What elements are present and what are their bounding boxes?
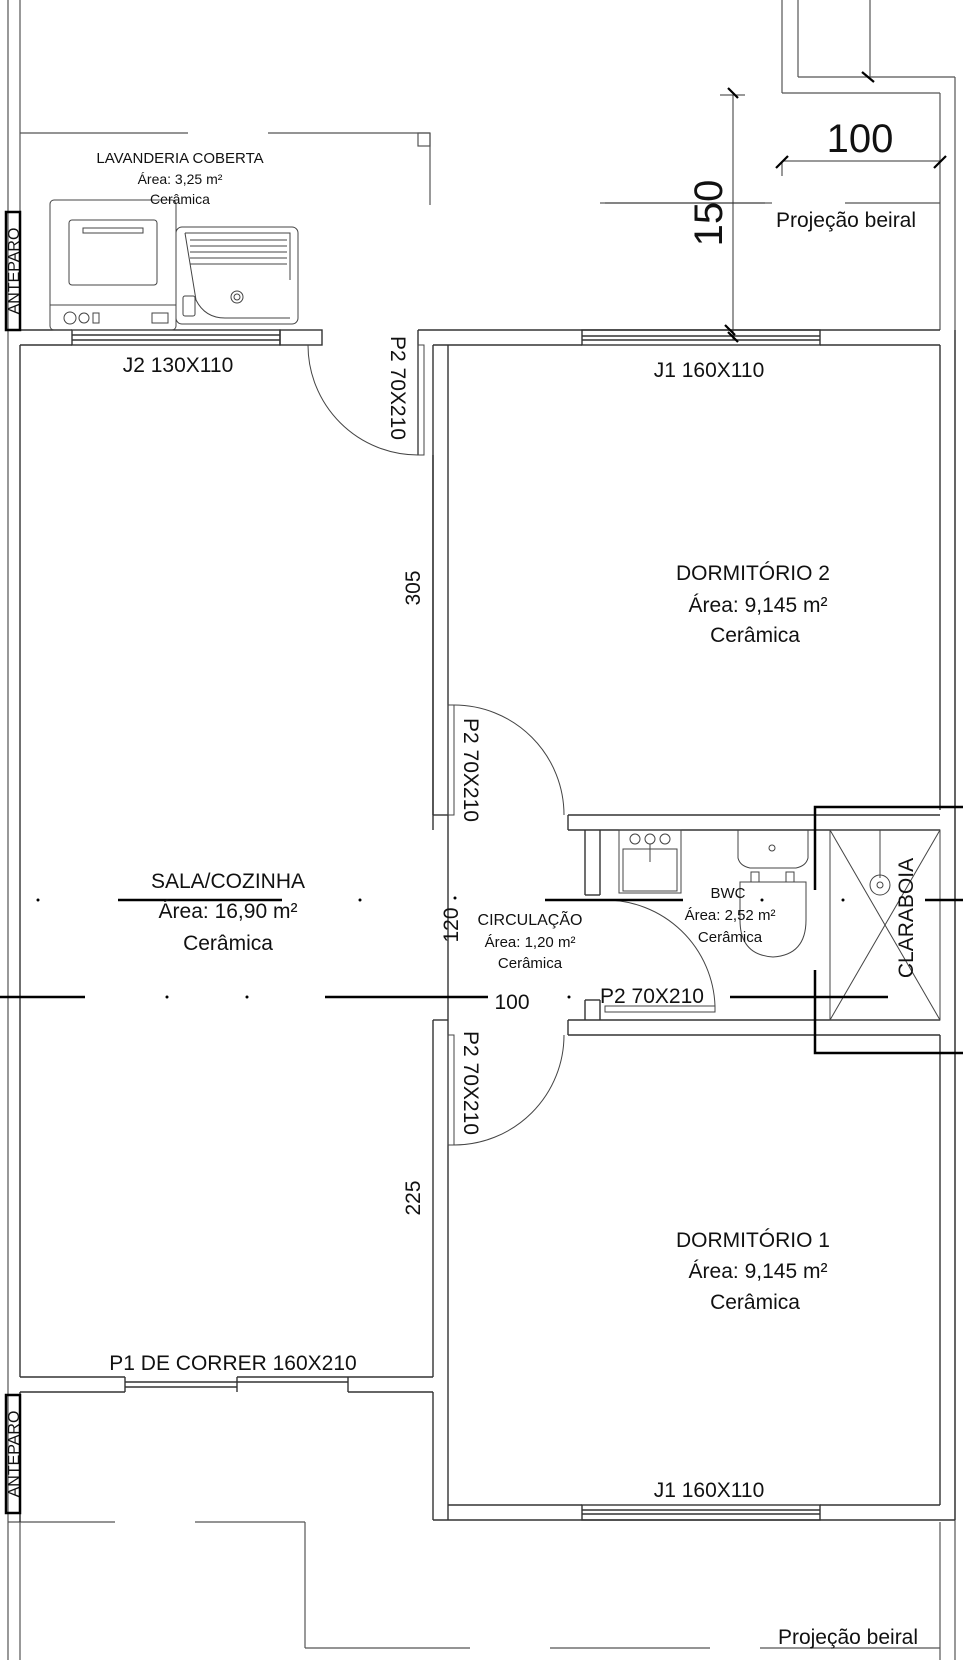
room-name-dorm1: DORMITÓRIO 1	[676, 1229, 830, 1252]
dimension-100-top: 100	[827, 117, 894, 161]
laundry-sink-icon	[175, 226, 299, 325]
projecao-beiral-bottom: Projeção beiral	[778, 1626, 918, 1649]
dimension-lines	[600, 94, 940, 340]
room-area-sala: Área: 16,90 m²	[159, 900, 298, 923]
anteparo-label-top: ANTEPARO	[6, 228, 23, 315]
room-floor-sala: Cerâmica	[183, 932, 273, 955]
dimension-225: 225	[402, 1180, 425, 1215]
door-label-p1: P1 DE CORRER 160X210	[109, 1352, 356, 1375]
dimension-100-mid: 100	[494, 991, 529, 1014]
room-floor-circulacao: Cerâmica	[498, 955, 563, 972]
room-area-circulacao: Área: 1,20 m²	[485, 934, 576, 951]
shower-icon	[829, 829, 941, 1021]
axis-dots	[36, 896, 845, 999]
dimension-120: 120	[440, 907, 463, 942]
dimension-150: 150	[687, 180, 731, 247]
section-lines	[0, 210, 963, 1515]
door-label-p2-dorm1: P2 70X210	[459, 1031, 482, 1135]
room-floor-dorm1: Cerâmica	[710, 1291, 800, 1314]
bathroom-sink-icon	[618, 829, 682, 894]
window-label-j1-top: J1 160X110	[654, 359, 765, 382]
room-floor-bwc: Cerâmica	[698, 929, 763, 946]
dimension-ticks	[724, 71, 947, 343]
room-floor-lavanderia: Cerâmica	[150, 191, 210, 207]
room-name-sala: SALA/COZINHA	[151, 870, 305, 893]
room-area-dorm2: Área: 9,145 m²	[689, 594, 828, 617]
door-label-p2-lavanderia: P2 70X210	[386, 336, 409, 440]
anteparo-label-bottom: ANTEPARO	[6, 1411, 23, 1498]
door-label-p2-dorm2: P2 70X210	[459, 718, 482, 822]
room-floor-dorm2: Cerâmica	[710, 624, 800, 647]
door-swings	[307, 344, 716, 1146]
room-name-dorm2: DORMITÓRIO 2	[676, 562, 830, 585]
room-area-lavanderia: Área: 3,25 m²	[138, 171, 223, 187]
claraboia-label: CLARABOIA	[895, 858, 918, 978]
door-label-p2-bwc: P2 70X210	[600, 985, 704, 1008]
window-label-j1-bottom: J1 160X110	[654, 1479, 765, 1502]
projecao-beiral-top: Projeção beiral	[776, 209, 916, 232]
room-area-bwc: Área: 2,52 m²	[685, 907, 776, 924]
dimension-305: 305	[402, 570, 425, 605]
room-area-dorm1: Área: 9,145 m²	[689, 1260, 828, 1283]
walls	[19, 329, 956, 1522]
toilet-icon	[737, 830, 809, 958]
room-name-circulacao: CIRCULAÇÃO	[478, 909, 583, 929]
room-name-lavanderia: LAVANDERIA COBERTA	[96, 150, 263, 167]
window-label-j2: J2 130X110	[123, 354, 234, 377]
room-name-bwc: BWC	[711, 885, 746, 902]
